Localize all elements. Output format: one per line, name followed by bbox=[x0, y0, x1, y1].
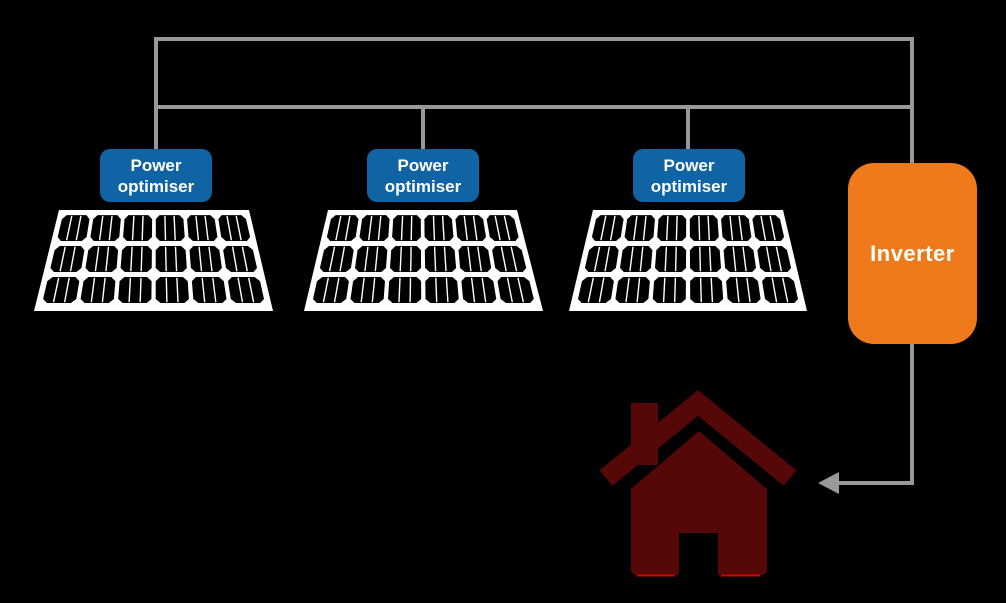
solar-panel-icon-1 bbox=[34, 210, 273, 311]
wire-inverter-to-house bbox=[838, 340, 914, 485]
house-roof bbox=[599, 390, 797, 486]
power-optimiser-box-3: Power optimiser bbox=[633, 149, 745, 202]
power-optimiser-label-1: Power optimiser bbox=[117, 155, 195, 196]
power-optimiser-label-3: Power optimiser bbox=[650, 155, 728, 196]
wires bbox=[154, 37, 914, 485]
power-optimiser-label-2: Power optimiser bbox=[384, 155, 462, 196]
house-icon bbox=[599, 390, 797, 577]
inverter-label: Inverter bbox=[870, 240, 955, 266]
solar-panel-icon-3 bbox=[569, 210, 807, 311]
inverter-box: Inverter bbox=[848, 163, 977, 344]
arrow-left-icon bbox=[818, 472, 839, 494]
power-optimiser-box-1: Power optimiser bbox=[100, 149, 212, 202]
solar-panels bbox=[34, 210, 807, 311]
power-optimiser-box-2: Power optimiser bbox=[367, 149, 479, 202]
house-body bbox=[631, 431, 767, 575]
solar-panel-icon-2 bbox=[304, 210, 543, 311]
